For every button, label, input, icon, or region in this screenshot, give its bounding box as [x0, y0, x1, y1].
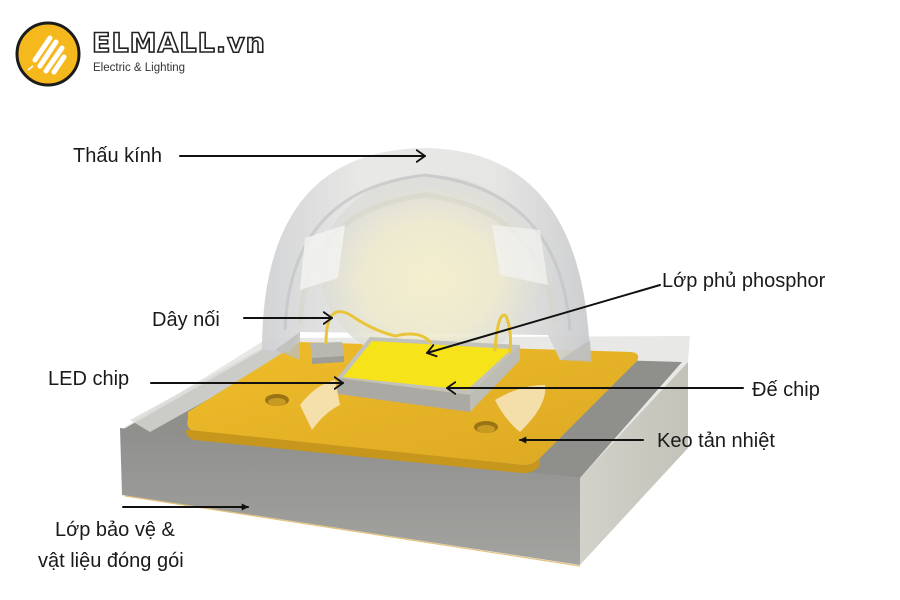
- label-bond-wire: Dây nối: [152, 309, 220, 331]
- label-encapsulation-line1: Lớp bảo vệ &: [55, 519, 175, 541]
- brand-tagline: Electric & Lighting: [93, 62, 186, 74]
- phosphor-layer: [343, 341, 512, 390]
- label-thermal-paste: Keo tản nhiệt: [657, 430, 775, 452]
- label-chip-base: Đế chip: [752, 379, 820, 401]
- leader-arrows: [122, 156, 744, 511]
- label-lens: Thấu kính: [73, 145, 162, 167]
- label-encapsulation-line2: vật liệu đóng gói: [38, 550, 184, 572]
- phosphor-arrow: [426, 284, 661, 353]
- brand-name: ELMALL.vn: [91, 28, 266, 59]
- lens-dome: [262, 148, 592, 365]
- logo-lightbulb-icon: [14, 20, 82, 88]
- label-phosphor: Lớp phủ phosphor: [662, 270, 826, 292]
- bond-pad: [310, 342, 344, 364]
- label-led-chip: LED chip: [48, 368, 130, 390]
